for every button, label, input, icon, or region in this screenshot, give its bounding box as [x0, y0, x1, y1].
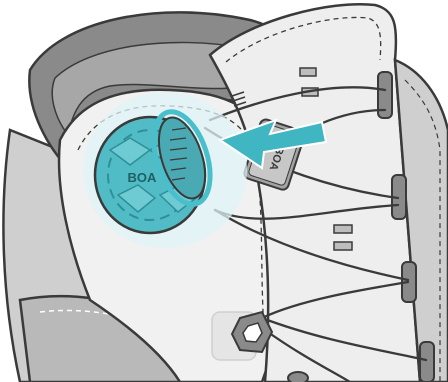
- lace-guide-right-4: [419, 341, 435, 382]
- guide-ribs: [231, 91, 247, 107]
- lace-hook-bottom: [287, 371, 309, 382]
- tongue-clip-1: [299, 67, 317, 77]
- tongue-clip-4: [333, 241, 353, 251]
- boot-tongue-stitch: [225, 16, 382, 63]
- arrow-icon: [217, 118, 328, 170]
- lace-guide-right-1: [377, 71, 393, 119]
- boot-right-stitch: [404, 79, 441, 382]
- knob-brand-text: BOA: [128, 170, 158, 185]
- lace-eyelet-icon: [211, 310, 274, 361]
- tongue-clip-3: [333, 224, 353, 234]
- boa-dial-icon: BOA: [93, 109, 213, 235]
- boot-right-edge: [393, 58, 448, 382]
- dial-highlight-ring: [151, 109, 213, 207]
